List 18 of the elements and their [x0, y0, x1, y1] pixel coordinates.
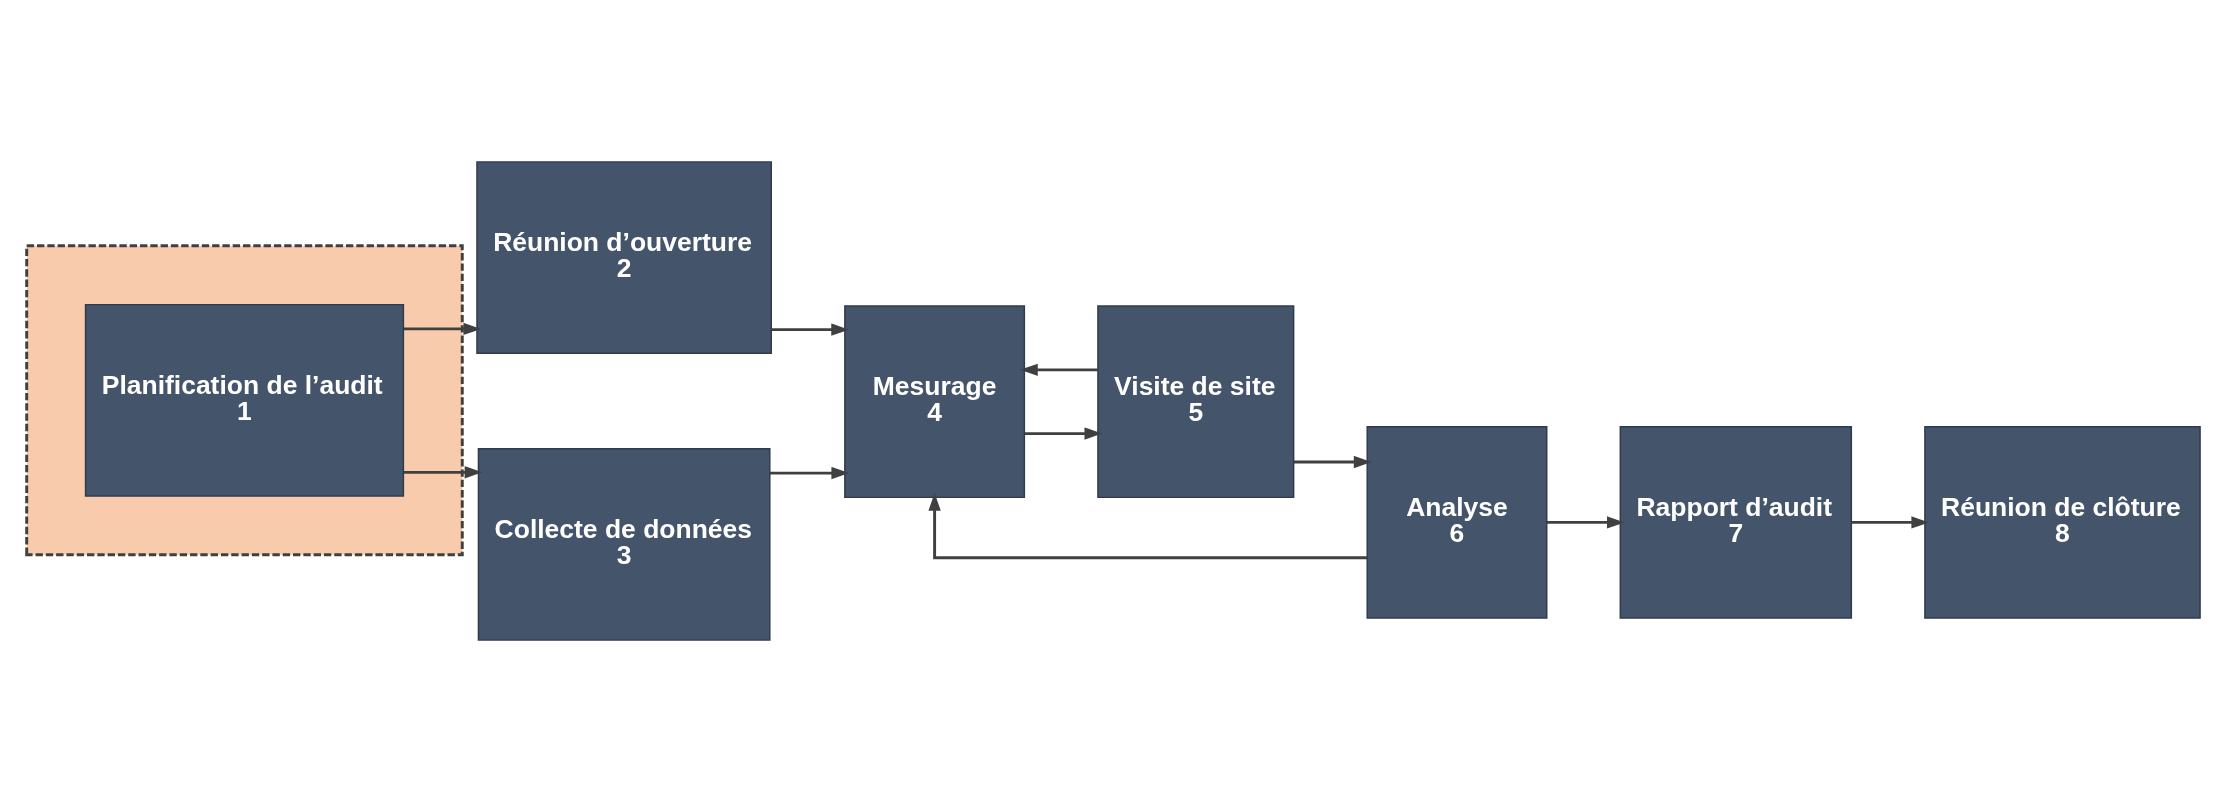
arrow [928, 492, 1368, 560]
arrow [403, 322, 482, 336]
arrow [1024, 427, 1103, 440]
arrow [1546, 516, 1625, 529]
node-box: Réunion d’ouverture 2 [476, 161, 772, 354]
arrow [1020, 363, 1098, 377]
arrow [771, 323, 849, 336]
arrow [1293, 455, 1372, 469]
node-box: Collecte de données 3 [477, 448, 771, 641]
node-box: Rapport d’audit 7 [1619, 426, 1853, 619]
node-box: Visite de site 5 [1097, 305, 1295, 499]
arrow [403, 466, 483, 479]
arrow [1851, 516, 1930, 529]
node-box: Mesurage 4 [844, 305, 1026, 499]
node-box: Planification de l’audit 1 [84, 303, 405, 497]
node-box: Réunion de clôture 8 [1924, 426, 2201, 619]
arrow [769, 466, 850, 480]
node-box: Analyse 6 [1366, 426, 1548, 619]
